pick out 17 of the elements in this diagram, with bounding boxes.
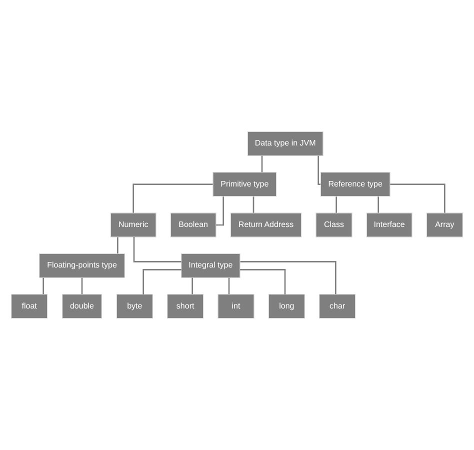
connector (133, 237, 182, 262)
connector (81, 278, 83, 294)
connector (216, 196, 224, 226)
connector (192, 278, 193, 294)
connector (132, 184, 213, 213)
connector (318, 156, 321, 185)
connector (336, 196, 337, 213)
connector (240, 269, 286, 294)
connector (228, 278, 230, 294)
connector (42, 278, 44, 294)
connector (378, 196, 379, 213)
connector (390, 184, 446, 213)
connector (117, 237, 118, 254)
connector (142, 269, 182, 294)
connector (240, 261, 336, 294)
connector (261, 156, 263, 172)
connector (252, 196, 254, 213)
